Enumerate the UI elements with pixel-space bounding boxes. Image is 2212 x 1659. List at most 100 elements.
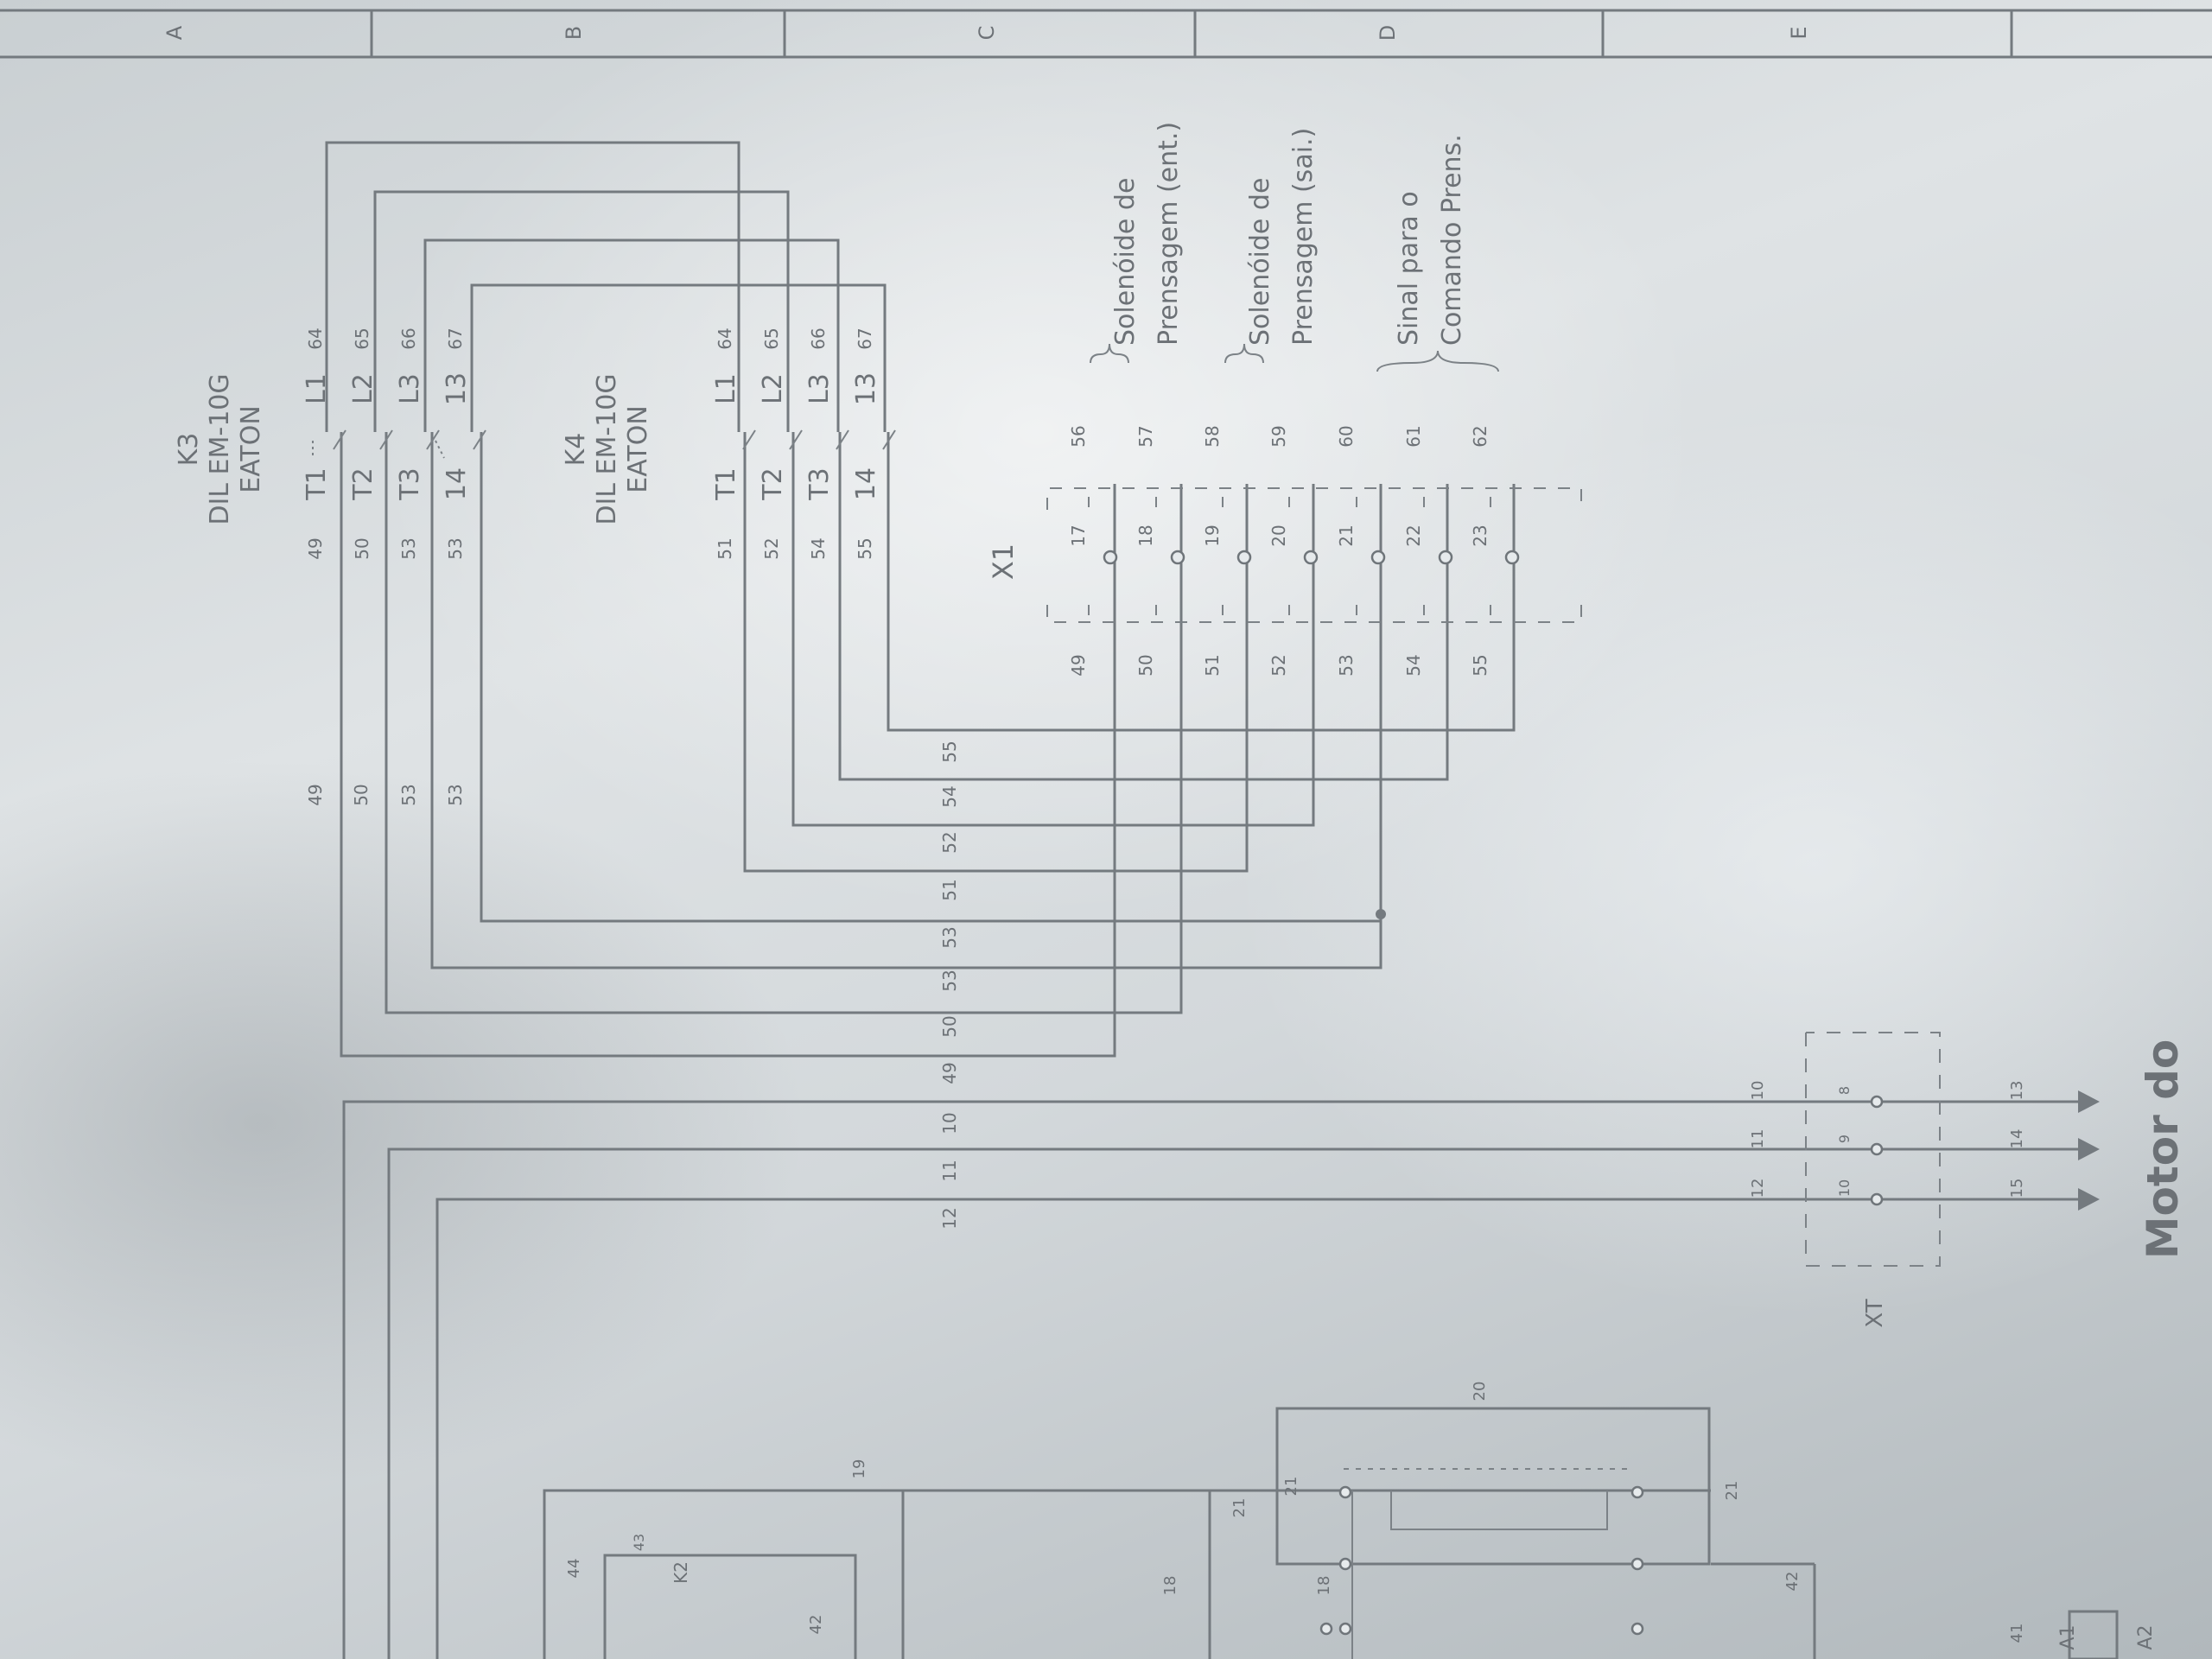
k4-wire-above: 67: [855, 327, 875, 349]
k4-terminal-below: T3: [804, 467, 835, 500]
k3-terminal-below: T2: [348, 467, 378, 500]
k3-contact-blade: [473, 429, 486, 450]
lower-num: A2: [2135, 1624, 2157, 1649]
terminal-strip-xt: XT 10 11 12 8 9 10 13 14 15: [1749, 1032, 2100, 1328]
contactor-k3: K3 DIL EM-10G EATON: [174, 373, 445, 525]
x1-terminal-dot: [1370, 550, 1386, 565]
k3-wire-above: 65: [352, 327, 372, 349]
x1-terminal: 19: [1202, 524, 1223, 546]
bus-label: 12: [939, 1207, 960, 1229]
riser-wire-labels: 49 50 53 53: [305, 784, 466, 805]
x1-right-wire: 57: [1135, 425, 1156, 447]
k4-model: DIL EM-10G: [592, 373, 622, 524]
x1-terminal: 22: [1403, 524, 1424, 546]
x1-terminal-dot: [1438, 550, 1453, 565]
k3-wire-below: 53: [398, 537, 419, 559]
riser-label: 50: [351, 784, 372, 805]
x1-left-wire: 53: [1336, 654, 1357, 676]
bus-label: 10: [939, 1112, 960, 1134]
x1-left-wire: 55: [1470, 654, 1491, 676]
lower-control-block: 19 21 20 21 42 41 42 43 44 18 18 21 A1 A…: [543, 1382, 2157, 1659]
k4-wire-below: 54: [808, 537, 829, 559]
bus-label: 54: [939, 785, 960, 807]
motor-label: Motor do: [2138, 1039, 2188, 1260]
k3-terminal-above: L1: [302, 373, 332, 404]
x1-right-wire: 58: [1202, 425, 1223, 447]
k4-wire-above: 66: [808, 327, 829, 349]
k3-terminal-below: T1: [302, 467, 332, 500]
x1-left-wire: 51: [1202, 654, 1223, 676]
k3-terminal-above: 13: [442, 372, 472, 405]
k3-wire-below: 53: [445, 537, 466, 559]
x1-name: X1: [987, 543, 1020, 580]
x1-left-wire: 50: [1135, 654, 1156, 676]
lower-num: 41: [2008, 1624, 2026, 1643]
x1-terminal-dot: [1504, 550, 1520, 565]
x1-terminal: 21: [1336, 524, 1357, 546]
xt-top: 12: [1749, 1179, 1767, 1198]
riser-label: 53: [445, 784, 466, 805]
k4-name: K4: [561, 433, 591, 467]
zone-border: A B C D E: [0, 9, 2212, 59]
lower-num: A1: [2057, 1624, 2079, 1649]
lower-num: 18: [1315, 1576, 1333, 1596]
k4-terminal-below: T2: [758, 467, 788, 500]
k4-wire-above: 64: [715, 327, 735, 349]
k4-wire-below: 52: [761, 537, 782, 559]
k4-terminal-below: T1: [711, 467, 741, 500]
k3-wire-below: 50: [352, 537, 372, 559]
x1-terminal: 20: [1268, 524, 1289, 546]
lower-num: 21: [1282, 1477, 1300, 1497]
lower-num: 42: [807, 1615, 825, 1635]
k4-contact-blade: [882, 429, 896, 450]
k3-wire-above: 64: [305, 327, 326, 349]
k3-terminal-above: L2: [348, 373, 378, 404]
lower-num: 21: [1230, 1498, 1249, 1518]
xt-mid: 10: [1836, 1179, 1853, 1197]
riser-label: 49: [305, 784, 326, 805]
k4-contact-blade: [742, 429, 756, 450]
x1-terminal-dot: [1170, 550, 1185, 565]
k4-contact-blade: [836, 429, 849, 450]
k3-terminal-below: T3: [395, 467, 425, 500]
xt-name: XT: [1862, 1299, 1888, 1327]
riser-label: 53: [398, 784, 419, 805]
upper-wiring: [325, 141, 887, 432]
zone-label-b: B: [562, 26, 586, 40]
xt-mid: 8: [1836, 1086, 1853, 1095]
k3-contact-blade: [379, 429, 393, 450]
k4-terminal-below: 14: [851, 467, 881, 500]
k4-terminal-above: L3: [804, 373, 835, 404]
xt-bottom: 14: [2008, 1129, 2026, 1149]
lower-num: 42: [1783, 1572, 1802, 1592]
x1-right-wire: 61: [1403, 425, 1424, 447]
x1-right-wire: 59: [1268, 425, 1289, 447]
lower-num: 19: [850, 1459, 868, 1479]
riser-wires: [340, 432, 2091, 1659]
k3-brand: EATON: [236, 405, 266, 493]
xt-mid: 9: [1836, 1135, 1853, 1143]
x1-terminal-dot: [1236, 550, 1252, 565]
k3-contact-blade: [426, 429, 440, 450]
x1-left-wire: 52: [1268, 654, 1289, 676]
k4-terminal-above: 13: [851, 372, 881, 405]
contactor-k4: K4 DIL EM-10G EATON: [561, 373, 653, 524]
xt-top: 10: [1749, 1081, 1767, 1101]
load-3-line1: Sinal para o: [1394, 191, 1424, 346]
x1-rows: 4917565018575119585220595321605422615523…: [1068, 425, 1520, 677]
k4-brand: EATON: [623, 405, 653, 493]
lower-num: 43: [631, 1534, 647, 1551]
xt-top: 11: [1749, 1129, 1767, 1149]
k3-wire-above: 66: [398, 327, 419, 349]
k4-terminal-above: L2: [758, 373, 788, 404]
x1-terminal: 23: [1470, 524, 1491, 546]
lower-num: 18: [1161, 1576, 1179, 1596]
k3-wire-below: 49: [305, 537, 326, 559]
load-2-line2: Prensagem (sai.): [1288, 128, 1319, 346]
k3-name: K3: [174, 433, 204, 467]
k4-contact-blade: [789, 429, 803, 450]
x1-left-wire: 54: [1403, 654, 1424, 676]
x1-right-wire: 60: [1336, 425, 1357, 447]
lower-num: 21: [1723, 1481, 1741, 1501]
